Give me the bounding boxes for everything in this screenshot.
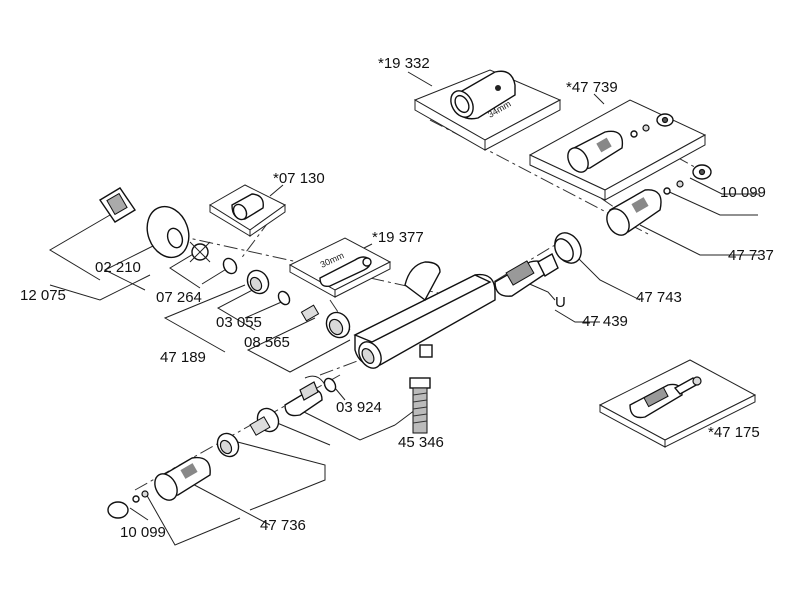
- label-03924: 03 924: [336, 399, 382, 416]
- part-box-07130: [209, 184, 286, 237]
- tool-box-19377: 30mm: [288, 237, 392, 298]
- label-45346: 45 346: [398, 434, 444, 451]
- label-12075: 12 075: [20, 287, 66, 304]
- part-box-47739: [528, 99, 707, 201]
- label-07264: 07 264: [156, 289, 202, 306]
- label-10099-left: 10 099: [120, 524, 166, 541]
- handle-47737-icon: [606, 189, 662, 236]
- handle-47736-icon: [154, 456, 211, 501]
- screw-cap-icon: [630, 113, 674, 138]
- label-47739: *47 739: [566, 79, 618, 96]
- screw-cap-right-icon: [663, 164, 712, 195]
- label-47743: 47 743: [636, 289, 682, 306]
- label-U: U: [555, 294, 566, 311]
- nut-47189-icon: [325, 311, 351, 339]
- cartridge-47175-icon: [629, 376, 702, 419]
- label-47439: 47 439: [582, 313, 628, 330]
- handle-sleeve-icon: [567, 130, 624, 173]
- outlet-hose-icon: [409, 377, 431, 434]
- thermostat-body-icon: [353, 261, 496, 369]
- part-box-47175: [598, 359, 757, 448]
- ring-47743-icon: [554, 232, 582, 264]
- screw-cap-left-icon: [107, 490, 149, 519]
- label-47175: *47 175: [708, 424, 760, 441]
- label-19332: *19 332: [378, 55, 430, 72]
- washer-07264-icon: [222, 257, 238, 275]
- label-07130: *07 130: [273, 170, 325, 187]
- ring-adapter-icon: [216, 432, 240, 458]
- part-number-labels: *19 332 *47 739 *07 130 *19 377 10 099 4…: [20, 55, 774, 541]
- label-08565: 08 565: [244, 334, 290, 351]
- label-10099-right: 10 099: [720, 184, 766, 201]
- nut-icon: [231, 193, 264, 221]
- nut-03055-icon: [246, 269, 270, 295]
- rosette-02210-icon: [146, 205, 190, 259]
- label-03055: 03 055: [216, 314, 262, 331]
- label-02210: 02 210: [95, 259, 141, 276]
- sleeve-tool-icon: 34mm: [450, 70, 516, 120]
- leader-lines: [49, 71, 760, 546]
- cartridge-47439-icon: [494, 253, 559, 297]
- label-47189: 47 189: [160, 349, 206, 366]
- label-47737: 47 737: [728, 247, 774, 264]
- label-19377: *19 377: [372, 229, 424, 246]
- oring-03055-icon: [277, 290, 291, 306]
- tool-box-19332: 34mm: [413, 69, 562, 151]
- label-47736: 47 736: [260, 517, 306, 534]
- cartridge-45346-icon: [284, 375, 326, 417]
- filter-star-icon: [189, 241, 211, 263]
- oring-03924-icon: [323, 377, 337, 393]
- spindle-adapter-icon: [249, 407, 280, 436]
- union-12075-icon: [99, 187, 136, 223]
- check-valve-08565-icon: [300, 304, 320, 322]
